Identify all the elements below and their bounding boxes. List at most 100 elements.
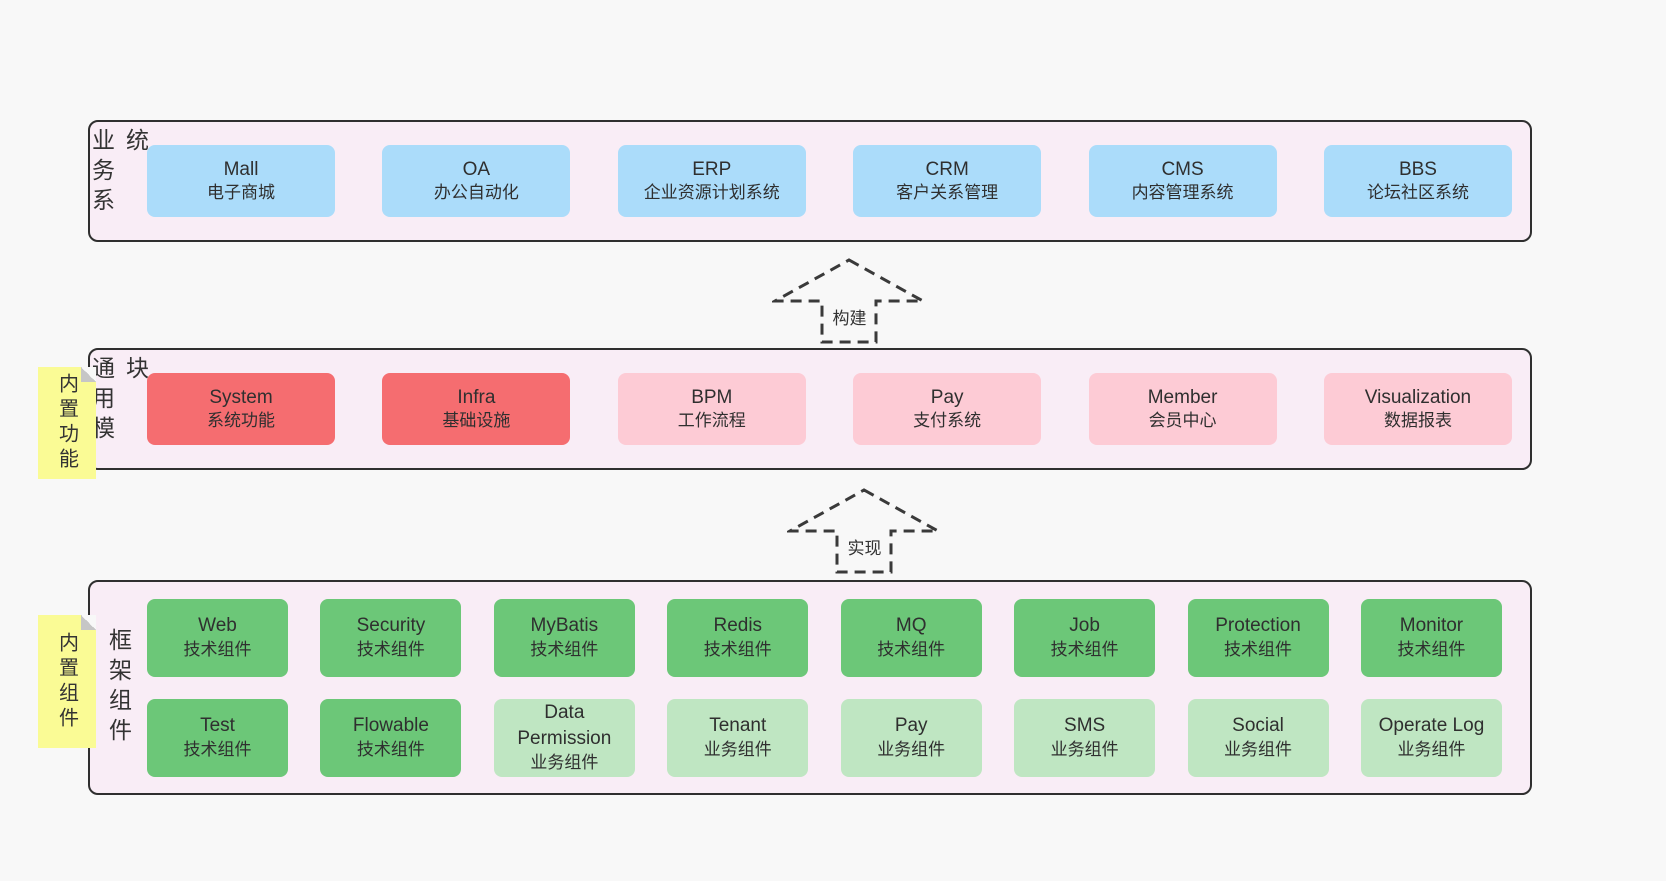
box-title: Protection [1215, 615, 1301, 637]
box-pay-system: Pay 支付系统 [853, 373, 1042, 445]
box-tenant: Tenant 业务组件 [667, 698, 809, 777]
box-title: MyBatis [530, 615, 599, 637]
box-subtitle: 内容管理系统 [1131, 183, 1234, 203]
box-security: Security 技术组件 [320, 598, 462, 677]
box-bpm: BPM 工作流程 [617, 373, 806, 445]
box-title: Mall [223, 158, 259, 180]
box-title: CMS [1161, 158, 1204, 180]
box-operate-log: Operate Log 业务组件 [1360, 698, 1502, 777]
box-subtitle: 技术组件 [877, 639, 946, 659]
sticky-label: 内置功能 [55, 373, 78, 473]
box-subtitle: 电子商城 [207, 183, 275, 203]
up-arrow-icon [772, 258, 927, 344]
box-member: Member 会员中心 [1088, 373, 1277, 445]
box-subtitle: 业务组件 [703, 739, 772, 759]
box-subtitle: 业务组件 [530, 752, 599, 772]
up-arrow-icon [787, 488, 942, 574]
box-subtitle: 数据报表 [1383, 411, 1452, 431]
box-title: Job [1069, 615, 1100, 637]
box-title: BBS [1398, 158, 1437, 180]
box-title: Pay [894, 715, 928, 737]
band-label-framework-components: 框架组件 [105, 627, 132, 748]
box-title: Monitor [1399, 615, 1464, 637]
box-cms: CMS 内容管理系统 [1088, 145, 1277, 217]
box-title: Web [198, 615, 237, 637]
sticky-fold-icon [81, 615, 96, 630]
box-subtitle: 技术组件 [530, 639, 599, 659]
sticky-label: 内置组件 [55, 631, 78, 732]
box-subtitle: 技术组件 [703, 639, 772, 659]
box-subtitle: 技术组件 [356, 639, 425, 659]
box-subtitle: 业务组件 [877, 739, 946, 759]
box-title: Tenant [709, 715, 767, 737]
box-mq: MQ 技术组件 [840, 598, 982, 677]
arrow-build-label: 构建 [828, 303, 871, 330]
framework-row-2: Test 技术组件 Flowable 技术组件 Data Permission … [147, 698, 1502, 777]
box-crm: CRM 客户关系管理 [853, 145, 1042, 217]
box-title: Security [356, 615, 426, 637]
box-title: BPM [691, 386, 733, 408]
business-systems-boxes: Mall 电子商城 OA 办公自动化 ERP 企业资源计划系统 CRM 客户关系… [147, 122, 1512, 240]
box-subtitle: 会员中心 [1148, 411, 1217, 431]
box-web: Web 技术组件 [147, 598, 288, 677]
box-protection: Protection 技术组件 [1187, 598, 1329, 677]
box-subtitle: 技术组件 [183, 639, 252, 659]
box-title: Redis [713, 615, 763, 637]
box-subtitle: 基础设施 [442, 411, 511, 431]
box-subtitle: 系统功能 [207, 411, 275, 431]
sticky-note-built-in-features: 内置功能 [38, 367, 96, 479]
box-mall: Mall 电子商城 [147, 145, 335, 217]
box-title: System [209, 386, 273, 408]
box-subtitle: 论坛社区系统 [1366, 183, 1469, 203]
sticky-note-built-in-components: 内置组件 [38, 615, 96, 748]
box-subtitle: 技术组件 [1050, 639, 1119, 659]
box-title: Pay [930, 386, 964, 408]
box-data-permission: Data Permission 业务组件 [493, 698, 635, 777]
box-system: System 系统功能 [147, 373, 335, 445]
framework-components-rows: Web 技术组件 Security 技术组件 MyBatis 技术组件 Redi… [147, 582, 1502, 793]
box-infra: Infra 基础设施 [382, 373, 571, 445]
common-modules-boxes: System 系统功能 Infra 基础设施 BPM 工作流程 Pay 支付系统… [147, 350, 1512, 468]
band-label-common-modules: 通用模块 [88, 356, 149, 446]
box-subtitle: 客户关系管理 [896, 183, 999, 203]
box-subtitle: 业务组件 [1397, 739, 1466, 759]
box-title: Flowable [352, 715, 429, 737]
box-subtitle: 技术组件 [1397, 639, 1466, 659]
arrow-implement-label: 实现 [843, 533, 886, 560]
arrow-build: 构建 [772, 257, 927, 345]
box-title: Data Permission [517, 702, 612, 750]
box-bbs: BBS 论坛社区系统 [1323, 145, 1512, 217]
box-title: SMS [1064, 715, 1106, 737]
box-subtitle: 企业资源计划系统 [643, 183, 780, 203]
box-subtitle: 技术组件 [183, 739, 252, 759]
box-sms: SMS 业务组件 [1014, 698, 1156, 777]
band-business-systems: 业务系统 Mall 电子商城 OA 办公自动化 ERP 企业资源计划系统 CRM… [88, 120, 1532, 242]
box-job: Job 技术组件 [1014, 598, 1156, 677]
box-mybatis: MyBatis 技术组件 [493, 598, 635, 677]
box-title: Member [1147, 386, 1218, 408]
box-erp: ERP 企业资源计划系统 [617, 145, 806, 217]
box-monitor: Monitor 技术组件 [1360, 598, 1502, 677]
box-social: Social 业务组件 [1187, 698, 1329, 777]
box-test: Test 技术组件 [147, 698, 288, 777]
box-redis: Redis 技术组件 [667, 598, 809, 677]
box-subtitle: 技术组件 [1224, 639, 1293, 659]
box-title: Visualization [1364, 386, 1472, 408]
box-subtitle: 业务组件 [1224, 739, 1293, 759]
box-title: Infra [457, 386, 496, 408]
box-subtitle: 业务组件 [1050, 739, 1119, 759]
band-label-business-systems: 业务系统 [88, 128, 149, 218]
box-flowable: Flowable 技术组件 [320, 698, 462, 777]
box-oa: OA 办公自动化 [382, 145, 571, 217]
box-title: Test [200, 715, 235, 737]
band-framework-components: 框架组件 Web 技术组件 Security 技术组件 MyBatis 技术组件… [88, 580, 1532, 795]
box-title: Operate Log [1378, 715, 1485, 737]
box-title: ERP [692, 158, 732, 180]
box-subtitle: 办公自动化 [433, 183, 519, 203]
box-subtitle: 技术组件 [356, 739, 425, 759]
arrow-implement: 实现 [787, 487, 942, 575]
box-title: MQ [895, 615, 927, 637]
sticky-fold-icon [81, 367, 96, 382]
box-title: Social [1232, 715, 1284, 737]
